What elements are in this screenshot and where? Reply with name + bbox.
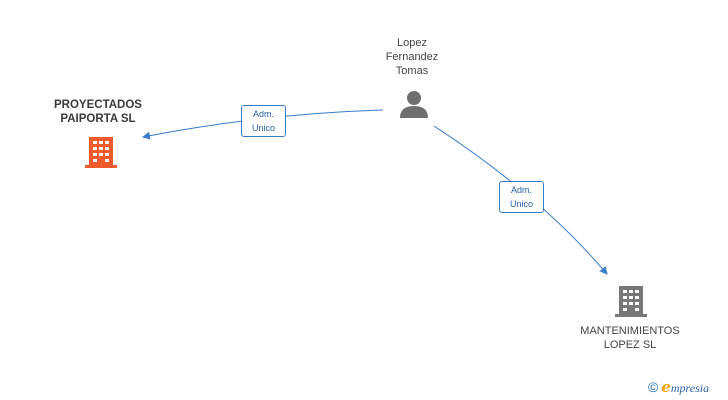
edge-label-right[interactable]: Adm. Unico [499, 181, 544, 213]
company-proyectados-line2: PAIPORTA SL [60, 113, 136, 125]
company-mantenimientos-line1: MANTENIMIENTOS [580, 325, 680, 337]
edge-label-right-line1: Adm. [510, 185, 532, 195]
edge-label-left[interactable]: Adm. Unico [241, 105, 286, 137]
person-name-line1: Lopez [397, 37, 427, 49]
brand-rest: mpresia [670, 381, 710, 395]
edge-label-right-line2: Unico [509, 199, 533, 209]
building-icon[interactable] [614, 284, 648, 318]
building-icon[interactable] [84, 135, 118, 169]
company-mantenimientos-label[interactable]: MANTENIMIENTOS LOPEZ SL [574, 324, 686, 352]
company-proyectados-line1: PROYECTADOS [54, 99, 142, 111]
company-mantenimientos-line2: LOPEZ SL [603, 339, 657, 351]
copyright-icon: © [648, 379, 659, 395]
empresia-logo[interactable]: ©empresia [648, 378, 709, 396]
brand-initial: e [661, 378, 671, 396]
person-name-line2: Fernandez [385, 51, 439, 63]
person-name[interactable]: Lopez Fernandez Tomas [372, 36, 452, 78]
company-proyectados-label[interactable]: PROYECTADOS PAIPORTA SL [38, 98, 158, 126]
person-name-line3: Tomas [395, 65, 429, 77]
edge-label-left-line2: Unico [251, 123, 275, 133]
edge-label-left-line1: Adm. [252, 109, 274, 119]
person-icon[interactable] [399, 89, 429, 119]
